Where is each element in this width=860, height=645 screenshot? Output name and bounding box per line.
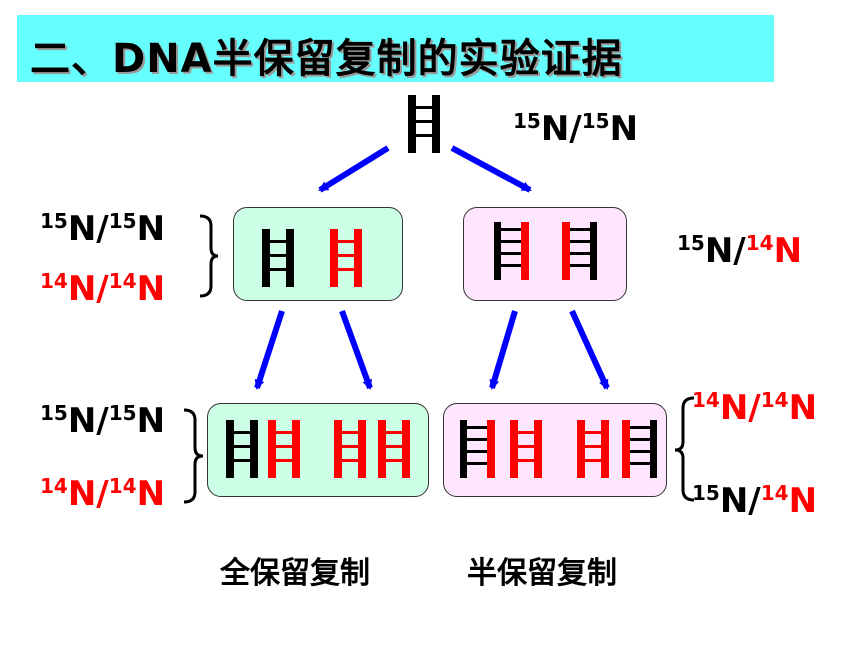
- brace-gen2-right: [674, 396, 695, 502]
- label-gen1-right-15N-14N: 15N/14N: [677, 231, 803, 271]
- arrow-gen1s-to-gen2s-left: [489, 310, 518, 390]
- dna-gen2-conservative-14N-a: [268, 420, 300, 478]
- arrow-gen1c-to-gen2c-right: [339, 309, 373, 390]
- dna-gen2-semiconservative-14N-b: [577, 420, 609, 478]
- gen1-conservative-box: [233, 207, 403, 301]
- page-title: 二、DNA半保留复制的实验证据: [30, 36, 623, 82]
- arrow-parent-to-semiconservative: [450, 145, 532, 193]
- arrow-parent-to-conservative: [318, 145, 390, 193]
- label-gen2-right-14N-14N: 14N/14N: [692, 388, 818, 428]
- arrow-gen1s-to-gen2s-right: [569, 309, 610, 390]
- label-parent-15N-15N: 15N/15N: [513, 109, 639, 149]
- brace-gen1-left: [199, 214, 219, 298]
- arrow-gen1c-to-gen2c-left: [254, 310, 285, 390]
- title-banner: [17, 15, 774, 82]
- dna-gen2-conservative-15N: [226, 420, 258, 478]
- dna-parent: [408, 95, 440, 153]
- dna-gen1-conservative-14N: [330, 229, 362, 287]
- gen1-semiconservative-box: [463, 207, 627, 301]
- dna-gen1-semiconservative-a: [494, 222, 529, 280]
- label-gen1-left-15N-15N: 15N/15N: [40, 209, 166, 249]
- caption-semiconservative: 半保留复制: [467, 556, 617, 591]
- label-gen2-right-15N-14N: 15N/14N: [692, 481, 818, 521]
- dna-gen1-conservative-15N: [262, 229, 294, 287]
- dna-gen2-conservative-14N-b: [334, 420, 366, 478]
- dna-gen2-semiconservative-hybrid-a: [460, 420, 495, 478]
- caption-conservative: 全保留复制: [220, 556, 370, 591]
- dna-gen2-conservative-14N-c: [378, 420, 410, 478]
- label-gen2-left-15N-15N: 15N/15N: [40, 401, 166, 441]
- dna-gen1-semiconservative-b: [562, 222, 597, 280]
- gen2-conservative-box: [207, 403, 429, 497]
- label-gen2-left-14N-14N: 14N/14N: [40, 474, 166, 514]
- brace-gen2-left: [183, 408, 204, 504]
- dna-gen2-semiconservative-14N-a: [510, 420, 542, 478]
- dna-gen2-semiconservative-hybrid-b: [622, 420, 657, 478]
- label-gen1-left-14N-14N: 14N/14N: [40, 269, 166, 309]
